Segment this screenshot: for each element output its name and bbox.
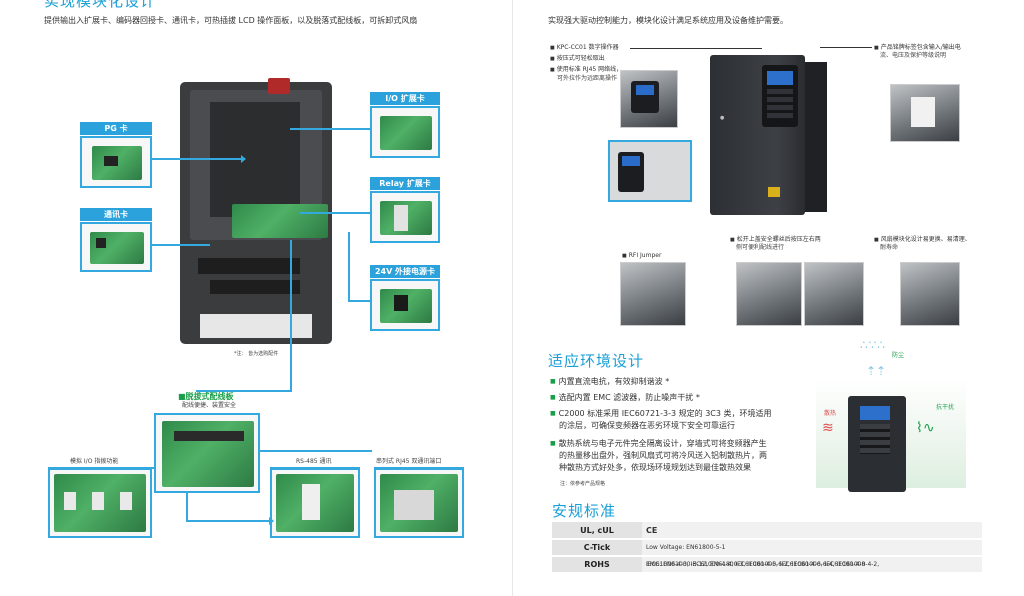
power24-card-frame	[370, 279, 440, 331]
std-name: ROHS	[552, 556, 642, 574]
rj45-connector	[260, 450, 372, 452]
left-cut-title: 实现模块化设计	[44, 0, 157, 10]
relay-card-label: Relay 扩展卡	[370, 177, 440, 190]
rs485-label: RS-485 通讯	[296, 458, 332, 465]
dust-icon: ∴∵∴	[860, 338, 886, 352]
left-subtitle: 提供输出入扩展卡、编码器回授卡、通讯卡，可热插拔 LCD 操作面板，以及脱落式配…	[44, 16, 418, 25]
screw-photo-1	[736, 262, 802, 326]
kpc-item-3: 使用标准 RJ45 网络线，	[550, 66, 622, 74]
removable-connector-h	[196, 390, 292, 392]
table-row: C-Tick Low Voltage: EN61800-5-1	[552, 539, 982, 557]
wiring-board-frame	[154, 413, 260, 493]
pg-card-frame	[80, 136, 152, 188]
removable-title: ■脱拔式配线板	[178, 392, 234, 401]
removable-connector	[290, 240, 292, 390]
io-card-frame	[370, 106, 440, 158]
power24-card-arrow	[348, 300, 370, 302]
std-name: UL, cUL	[552, 522, 642, 540]
std-value: CE	[642, 522, 982, 540]
heat-icon: ≋	[822, 420, 834, 436]
dust-label: 防尘	[892, 352, 905, 359]
env-bullet-1: 内置直流电抗，有效抑制谐波 *	[550, 376, 670, 388]
analog-label: 模拟 I/O 指拨功能	[70, 458, 119, 465]
std-name: C-Tick	[552, 539, 642, 557]
kpc-pointer	[630, 48, 762, 49]
drive-front-photo: ●	[710, 55, 805, 215]
env-bullet-4b: 的热量移出盘外，强制风扇式可将冷风送入铝制散热片，两	[559, 451, 767, 460]
rs485-connector	[186, 493, 188, 521]
pulse-icon: ⌇∿	[916, 420, 935, 436]
env-note: 注：依参考产品规格	[560, 481, 606, 487]
keypad-photo-2-frame	[608, 140, 692, 202]
rs485-frame	[270, 468, 360, 538]
env-bullet-3b: 的涂层，可确保变频器在恶劣环境下安全可靠运行	[559, 421, 735, 430]
io-card-arrow	[290, 128, 370, 130]
relay-card-frame	[370, 191, 440, 243]
kpc-item-2: 按压式可轻松取出	[550, 55, 605, 63]
screw-photo-2	[804, 262, 864, 326]
screw-note-1: 松开上盖安全螺丝后按压左右两	[730, 236, 821, 244]
keypad-photo-1	[620, 70, 678, 128]
screw-note-2: 侧可便利配线进行	[736, 244, 785, 251]
table-row: ROHS EMC: EN61000-3-12, EN61800-3, IEC61…	[552, 556, 982, 574]
env-bullet-3: C2000 标准采用 IEC60721-3-3 规定的 3C3 类，环境适用	[550, 408, 772, 420]
fan-note-2: 耐寿命	[880, 244, 899, 251]
optional-note: *注： 皆为选购配件	[234, 351, 279, 357]
kpc-item-1: KPC-CC01 数字操作器	[550, 44, 619, 52]
power24-card-label: 24V 外接电源卡	[370, 265, 440, 278]
table-row: UL, cUL CE	[552, 522, 982, 540]
rfi-label: RFI Jumper	[622, 252, 662, 260]
standards-table: UL, cUL CE C-Tick Low Voltage: EN61800-5…	[552, 522, 982, 574]
env-bullet-4: 散热系统与电子元件完全隔离设计，穿墙式可将变频器产生	[550, 438, 767, 450]
right-subtitle: 实现强大驱动控制能力，模块化设计满足系统应用及设备维护需要。	[548, 16, 788, 25]
rj45-label: 串列式 RJ45 双通讯端口	[376, 458, 442, 465]
fan-note-1: 风扇模块化设计易更换、易清理、	[874, 236, 971, 244]
removable-sub: 配线便捷、装置安全	[182, 402, 237, 409]
fan-photo-1	[900, 262, 960, 326]
nameplate-photo	[890, 84, 960, 142]
std-value: EMC: EN61000-3-12, EN61800-3, IEC61000-6…	[642, 556, 982, 574]
io-card-label: I/O 扩展卡	[370, 92, 440, 105]
analog-frame	[48, 468, 152, 538]
pg-card-label: PG 卡	[80, 122, 152, 135]
kpc-item-4: 可外拉作为远距离操作	[557, 75, 618, 82]
power24-card-connector	[348, 232, 350, 302]
label-pointer	[820, 47, 872, 48]
heat-label: 散热	[824, 410, 837, 417]
rj45-frame	[374, 468, 464, 538]
comm-card-arrow	[152, 244, 210, 246]
pg-card-arrow	[152, 155, 246, 163]
comm-card-label: 通讯卡	[80, 208, 152, 221]
relay-card-arrow	[300, 212, 370, 214]
arrow-up-icon: ⇡⇡	[866, 364, 887, 378]
rfi-photo	[620, 262, 686, 326]
rs485-arrow	[186, 517, 274, 525]
std-value: Low Voltage: EN61800-5-1	[642, 539, 982, 557]
std-heading: 安规标准	[552, 502, 617, 520]
comm-card-frame	[80, 222, 152, 272]
drive-env-photo	[848, 396, 906, 492]
label-note-1: 产品铭牌标签包含输入/输出电	[874, 44, 961, 52]
env-bullet-2: 选配内置 EMC 滤波器，防止噪声干扰 *	[550, 392, 700, 404]
std-extra: IEC61000-4-3, IEC61000-4-4, IEC61000-4-5…	[646, 561, 866, 568]
page-gutter	[512, 0, 513, 596]
label-note-2: 流、电压及保护等级说明	[880, 52, 947, 59]
env-heading: 适应环境设计	[548, 352, 645, 370]
env-bullet-4c: 种散热方式好处多，依现场环境规划达到最佳散热效果	[559, 463, 751, 472]
anti-label: 抗干扰	[936, 404, 955, 411]
drive-side	[805, 62, 827, 212]
